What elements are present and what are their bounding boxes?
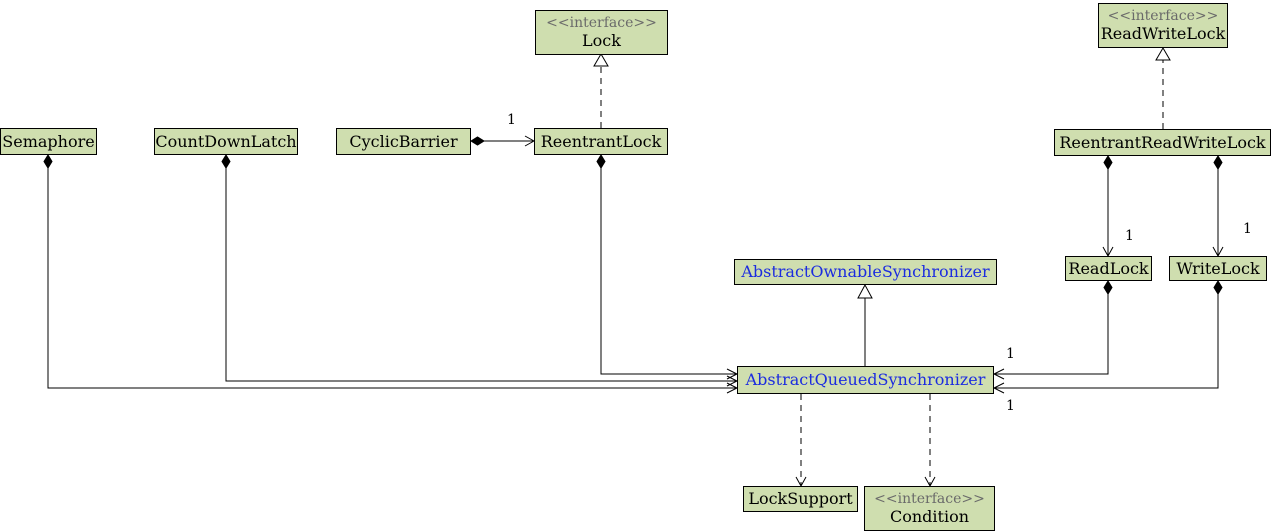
- class-name: Condition: [889, 507, 970, 526]
- composition-countdownlatch-aqs: [225, 168, 737, 382]
- stereotype-label: <<interface>>: [546, 15, 657, 31]
- multiplicity-rrwl-writelock: 1: [1243, 221, 1252, 237]
- class-abstractqueuedsynchronizer: AbstractQueuedSynchronizer: [737, 366, 994, 394]
- arrowhead-aqs-readlock: [992, 368, 1005, 380]
- multiplicity-writelock-aqs: 1: [1006, 398, 1015, 414]
- multiplicity-readlock-aqs: 1: [1006, 346, 1015, 362]
- multiplicity-cyclicbarrier-reentrantlock: 1: [507, 112, 516, 128]
- composition-readlock-aqs: [994, 294, 1109, 375]
- composition-diamond-countdownlatch: [221, 154, 231, 169]
- class-semaphore: Semaphore: [0, 128, 97, 155]
- class-name: ReentrantReadWriteLock: [1059, 132, 1266, 152]
- class-name: ReadLock: [1068, 258, 1149, 278]
- arrowhead-aqs-writelock: [992, 382, 1005, 394]
- class-name: Lock: [582, 31, 621, 50]
- class-readwritelock: <<interface>> ReadWriteLock: [1098, 3, 1228, 48]
- multiplicity-rrwl-readlock: 1: [1125, 228, 1134, 244]
- class-name: ReentrantLock: [540, 131, 662, 151]
- composition-diamond-semaphore: [43, 154, 53, 169]
- class-lock: <<interface>> Lock: [535, 10, 668, 55]
- class-writelock: WriteLock: [1169, 256, 1267, 281]
- class-reentrantreadwritelock: ReentrantReadWriteLock: [1054, 129, 1271, 156]
- composition-diamond-rrwl-right: [1213, 155, 1223, 170]
- class-name: Semaphore: [2, 131, 95, 151]
- realization-arrowhead-lock: [593, 53, 609, 67]
- composition-diamond-writelock: [1213, 280, 1223, 295]
- realization-arrowhead-readwritelock: [1155, 47, 1171, 61]
- class-name: CountDownLatch: [155, 131, 297, 151]
- class-name: CyclicBarrier: [349, 131, 458, 151]
- generalization-arrowhead-aos: [857, 283, 873, 299]
- stereotype-label: <<interface>>: [874, 491, 985, 507]
- composition-diamond-reentrantlock: [596, 154, 606, 169]
- class-name: AbstractOwnableSynchronizer: [741, 262, 990, 281]
- class-reentrantlock: ReentrantLock: [534, 128, 668, 155]
- class-cyclicbarrier: CyclicBarrier: [336, 128, 471, 155]
- class-countdownlatch: CountDownLatch: [154, 128, 298, 155]
- composition-writelock-aqs: [994, 294, 1219, 389]
- composition-semaphore-aqs: [47, 168, 737, 389]
- class-abstractownablesynchronizer: AbstractOwnableSynchronizer: [734, 259, 997, 285]
- class-name: WriteLock: [1176, 258, 1260, 278]
- class-locksupport: LockSupport: [743, 486, 858, 512]
- class-condition: <<interface>> Condition: [864, 486, 995, 531]
- composition-diamond-cyclicbarrier: [470, 136, 485, 146]
- class-readlock: ReadLock: [1065, 256, 1152, 281]
- composition-diamond-readlock: [1103, 280, 1113, 295]
- composition-diamond-rrwl-left: [1103, 155, 1113, 170]
- class-name: AbstractQueuedSynchronizer: [745, 370, 986, 389]
- class-name: ReadWriteLock: [1100, 24, 1226, 43]
- class-name: LockSupport: [748, 489, 853, 508]
- stereotype-label: <<interface>>: [1107, 8, 1219, 24]
- composition-reentrantlock-aqs: [600, 168, 737, 375]
